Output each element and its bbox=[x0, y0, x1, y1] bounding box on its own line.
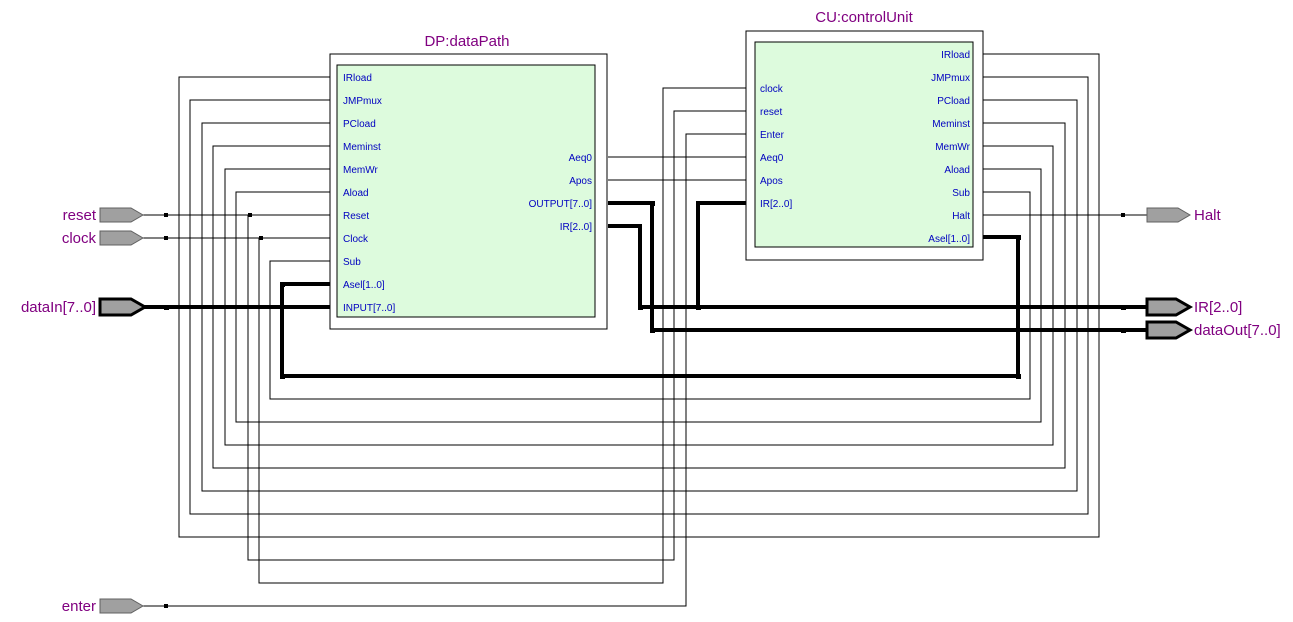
output-label-halt: Halt bbox=[1194, 207, 1222, 224]
input-port-reset[interactable]: reset bbox=[63, 207, 144, 224]
controlunit-pin-aeq0: Aeq0 bbox=[760, 153, 784, 164]
datapath-pin-asel-1-0: Asel[1..0] bbox=[343, 280, 385, 291]
controlunit-pin-halt: Halt bbox=[952, 211, 970, 222]
datapath-pin-sub: Sub bbox=[343, 257, 361, 268]
controlunit-pin-sub: Sub bbox=[952, 188, 970, 199]
datapath-pin-ir-2-0: IR[2..0] bbox=[560, 222, 592, 233]
datapath-pin-memwr: MemWr bbox=[343, 165, 378, 176]
controlunit-pin-ir-2-0: IR[2..0] bbox=[760, 199, 792, 210]
datapath-pin-aload: Aload bbox=[343, 188, 369, 199]
datapath-title: DP:dataPath bbox=[424, 33, 509, 50]
controlunit-pin-asel-1-0: Asel[1..0] bbox=[928, 234, 970, 245]
datapath-pin-input-7-0: INPUT[7..0] bbox=[343, 303, 395, 314]
controlunit-pin-meminst: Meminst bbox=[932, 119, 970, 130]
datapath-pin-clock: Clock bbox=[343, 234, 369, 245]
datapath-pin-jmpmux: JMPmux bbox=[343, 96, 382, 107]
output-port-ir[interactable]: IR[2..0] bbox=[1145, 297, 1242, 317]
output-label-dataout: dataOut[7..0] bbox=[1194, 322, 1281, 339]
output-port-halt[interactable]: Halt bbox=[1146, 207, 1222, 224]
datapath-pin-meminst: Meminst bbox=[343, 142, 381, 153]
controlunit-pin-jmpmux: JMPmux bbox=[931, 73, 970, 84]
controlunit-right-pins: IRloadJMPmuxPCloadMeminstMemWrAloadSubHa… bbox=[928, 50, 970, 245]
input-port-datain[interactable]: dataIn[7..0] bbox=[21, 297, 149, 317]
input-port-clock[interactable]: clock bbox=[62, 230, 144, 247]
datapath-block[interactable]: DP:dataPath IRloadJMPmuxPCloadMeminstMem… bbox=[329, 33, 608, 330]
controlunit-pin-memwr: MemWr bbox=[935, 142, 970, 153]
control-wires bbox=[143, 53, 1147, 607]
input-label-enter: enter bbox=[62, 598, 96, 615]
bus-wires bbox=[143, 201, 1147, 378]
output-label-ir: IR[2..0] bbox=[1194, 299, 1242, 316]
datapath-pin-output-7-0: OUTPUT[7..0] bbox=[529, 199, 593, 210]
datapath-left-pins: IRloadJMPmuxPCloadMeminstMemWrAloadReset… bbox=[343, 73, 395, 314]
input-label-clock: clock bbox=[62, 230, 97, 247]
controlunit-pin-enter: Enter bbox=[760, 130, 785, 141]
output-port-dataout[interactable]: dataOut[7..0] bbox=[1145, 320, 1281, 340]
controlunit-pin-irload: IRload bbox=[941, 50, 970, 61]
controlunit-block[interactable]: CU:controlUnit clockresetEnterAeq0AposIR… bbox=[745, 9, 984, 261]
controlunit-pin-reset: reset bbox=[760, 107, 782, 118]
controlunit-pin-apos: Apos bbox=[760, 176, 783, 187]
junction-dots bbox=[164, 201, 1126, 608]
controlunit-title: CU:controlUnit bbox=[815, 9, 913, 26]
datapath-pin-irload: IRload bbox=[343, 73, 372, 84]
controlunit-pin-aload: Aload bbox=[944, 165, 970, 176]
input-label-reset: reset bbox=[63, 207, 97, 224]
input-port-enter[interactable]: enter bbox=[62, 598, 144, 615]
input-label-datain: dataIn[7..0] bbox=[21, 299, 96, 316]
datapath-pin-pcload: PCload bbox=[343, 119, 376, 130]
controlunit-pin-clock: clock bbox=[760, 84, 784, 95]
datapath-pin-aeq0: Aeq0 bbox=[569, 153, 593, 164]
datapath-pin-apos: Apos bbox=[569, 176, 592, 187]
controlunit-pin-pcload: PCload bbox=[937, 96, 970, 107]
datapath-pin-reset: Reset bbox=[343, 211, 369, 222]
